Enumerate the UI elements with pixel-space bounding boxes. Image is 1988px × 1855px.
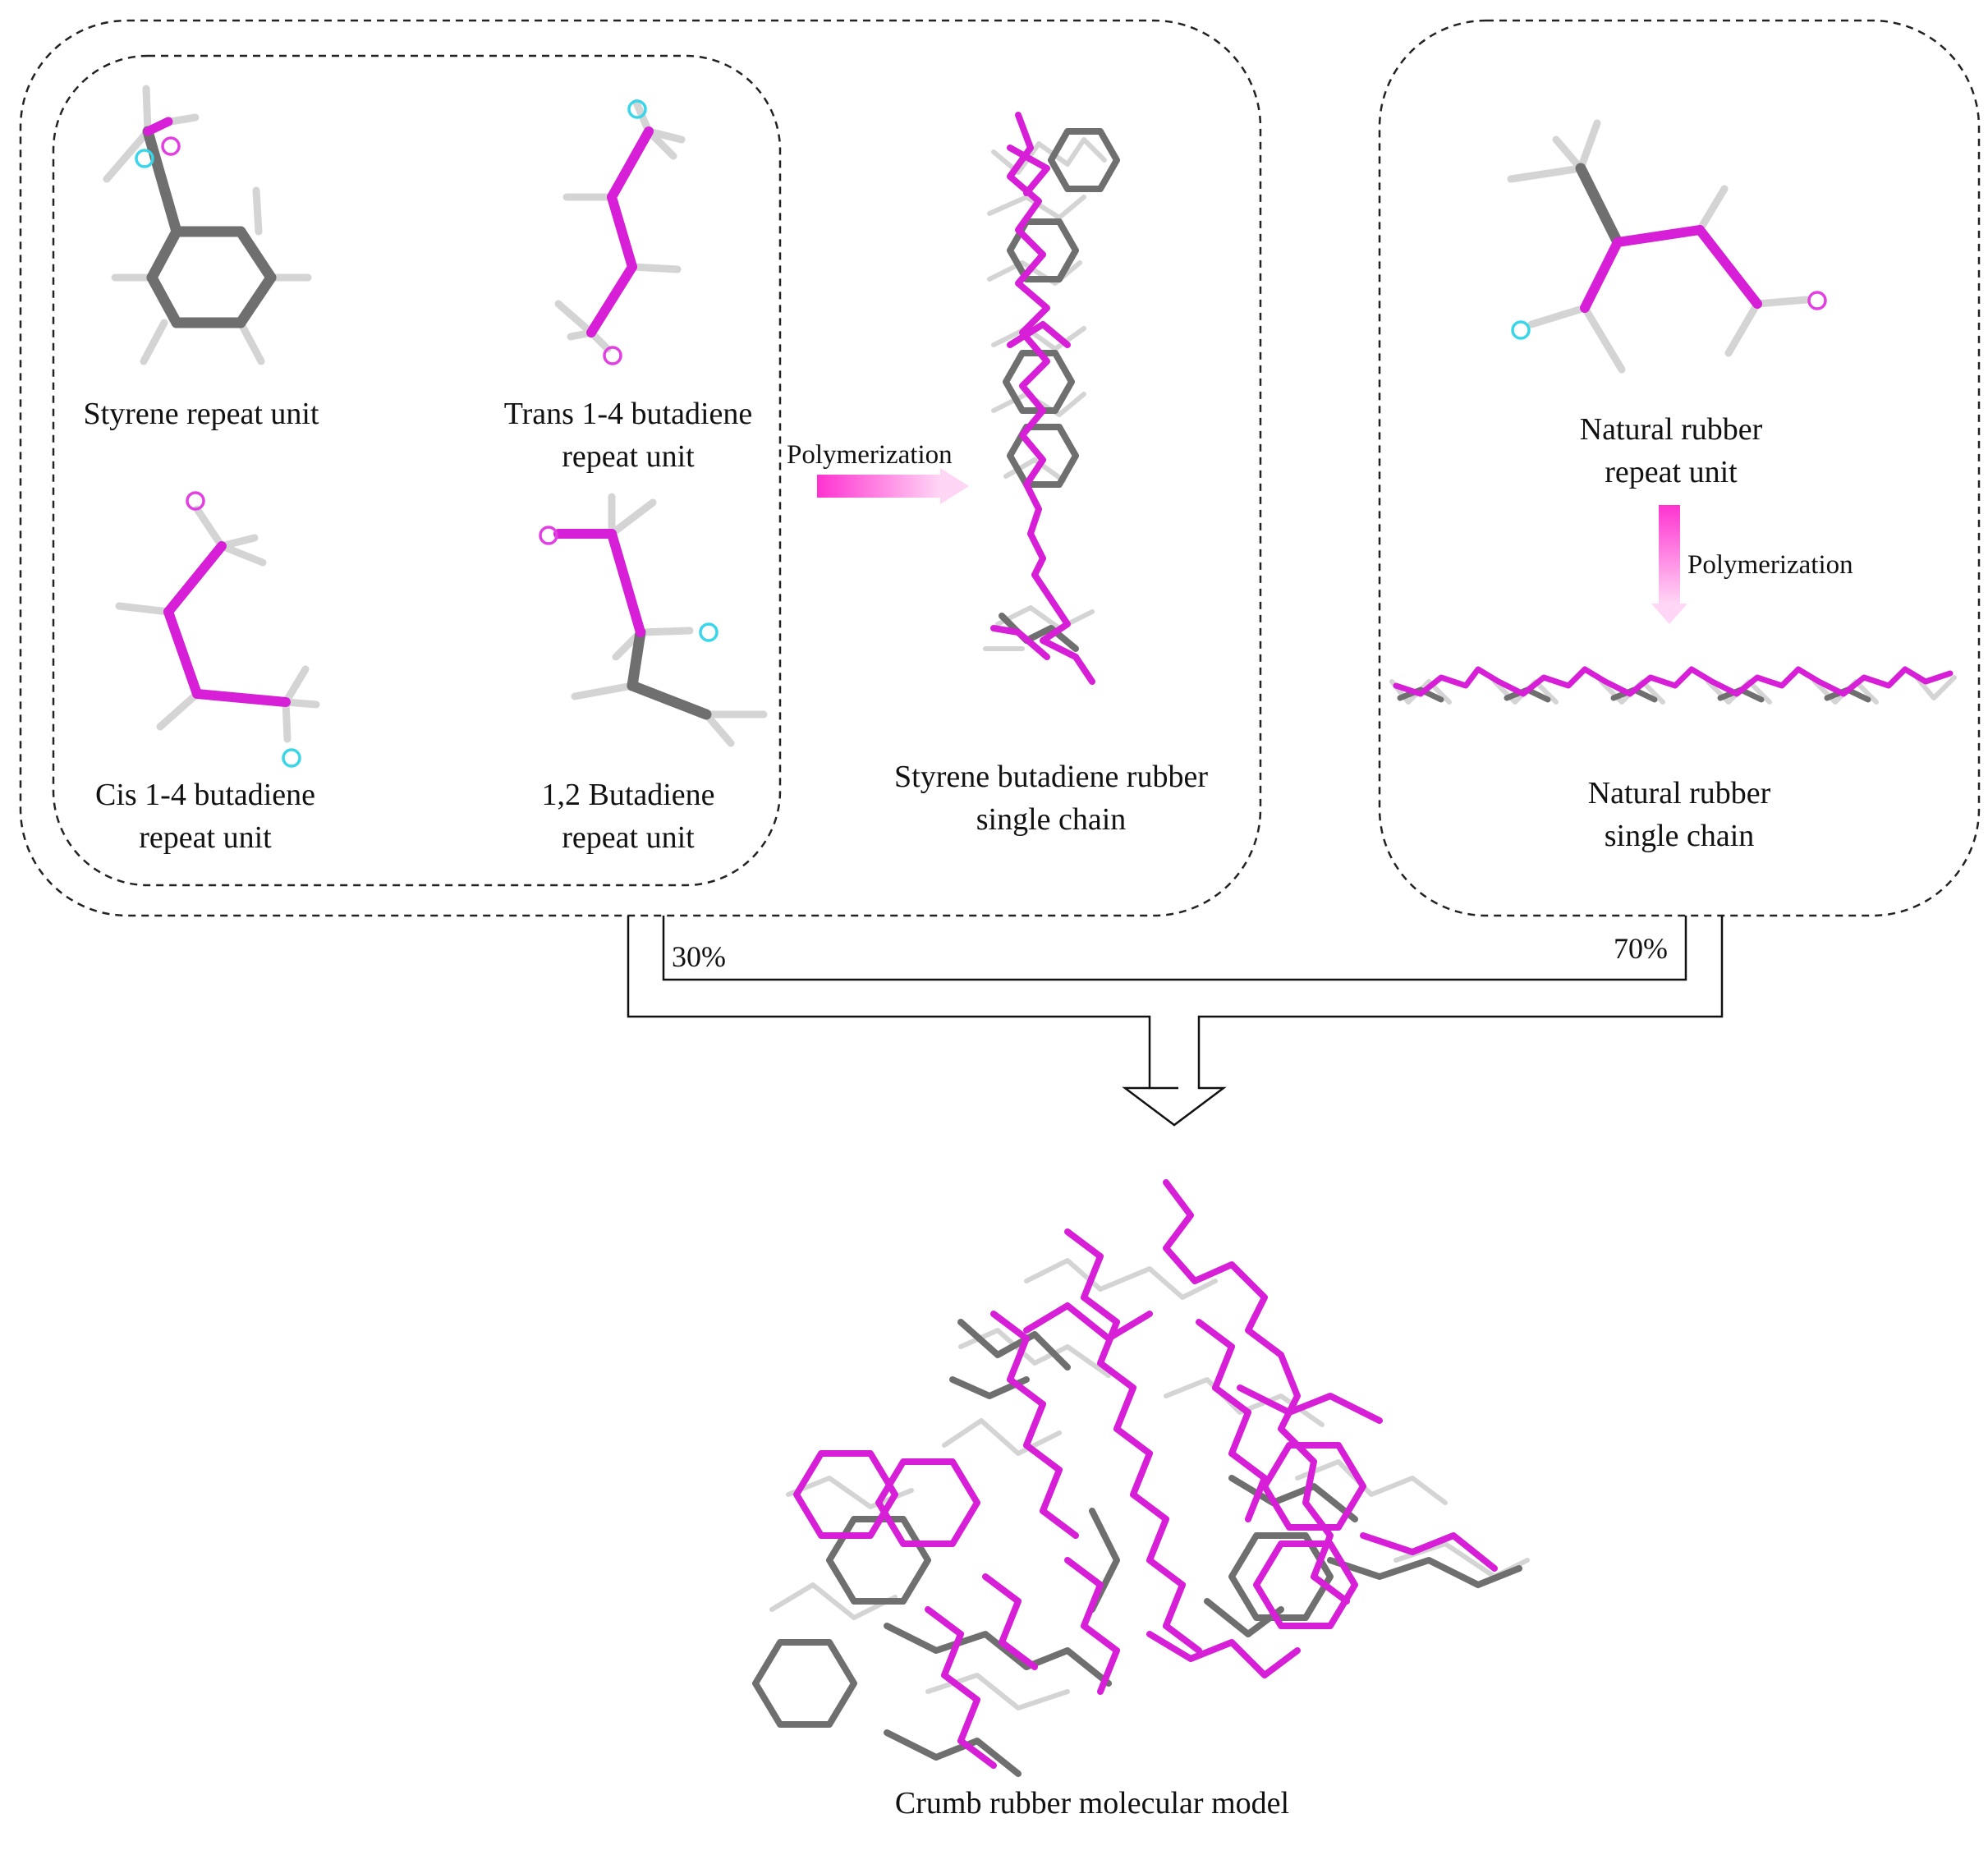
trans-butadiene-molecule <box>554 99 686 365</box>
nr-unit-label: Natural rubber repeat unit <box>1511 408 1831 494</box>
crumb-model-label: Crumb rubber molecular model <box>846 1782 1338 1825</box>
nr-unit-label-line1: Natural rubber <box>1579 412 1763 447</box>
repeat-units-inner-dashed-border <box>52 54 782 887</box>
trans-butadiene-label-line2: repeat unit <box>562 439 695 474</box>
styrene-label-text: Styrene repeat unit <box>83 397 319 431</box>
nr-chain-label-line2: single chain <box>1604 819 1755 853</box>
butadiene-12-label: 1,2 Butadiene repeat unit <box>468 774 788 859</box>
crumb-rubber-model-molecule <box>752 1179 1530 1777</box>
percent-nr-label: 70% <box>1614 932 1668 965</box>
crumb-model-label-text: Crumb rubber molecular model <box>894 1786 1290 1821</box>
polymerization-label-left: Polymerization <box>787 440 953 470</box>
nr-chain-label: Natural rubber single chain <box>1519 772 1839 857</box>
cis-butadiene-label-line1: Cis 1-4 butadiene <box>94 778 316 812</box>
natural-rubber-unit-molecule <box>1507 119 1827 374</box>
natural-rubber-chain-molecule <box>1389 666 1957 705</box>
nr-unit-label-line2: repeat unit <box>1605 455 1738 489</box>
cis-butadiene-molecule <box>115 491 320 768</box>
nr-chain-label-line1: Natural rubber <box>1587 776 1771 810</box>
sbr-chain-label: Styrene butadiene rubber single chain <box>854 755 1248 841</box>
styrene-label: Styrene repeat unit <box>49 393 353 435</box>
polymerization-arrow-horizontal <box>817 468 969 504</box>
butadiene-12-molecule <box>539 493 768 747</box>
butadiene-12-label-line1: 1,2 Butadiene <box>541 778 715 812</box>
nr-dashed-border <box>1378 19 1981 917</box>
cis-butadiene-label-line2: repeat unit <box>139 820 272 855</box>
trans-butadiene-label: Trans 1-4 butadiene repeat unit <box>468 393 788 478</box>
trans-butadiene-label-line1: Trans 1-4 butadiene <box>503 397 753 431</box>
butadiene-12-label-line2: repeat unit <box>562 820 695 855</box>
sbr-outer-dashed-border <box>19 19 1262 917</box>
sbr-single-chain-molecule <box>983 112 1120 685</box>
sbr-chain-label-line2: single chain <box>976 802 1127 837</box>
merge-bracket <box>627 916 1724 1127</box>
sbr-chain-label-line1: Styrene butadiene rubber <box>894 760 1208 794</box>
cis-butadiene-label: Cis 1-4 butadiene repeat unit <box>49 774 361 859</box>
polymerization-label-right: Polymerization <box>1687 550 1853 580</box>
percent-sbr-label: 30% <box>672 940 726 973</box>
styrene-molecule <box>103 85 312 365</box>
polymerization-arrow-vertical <box>1651 505 1687 624</box>
